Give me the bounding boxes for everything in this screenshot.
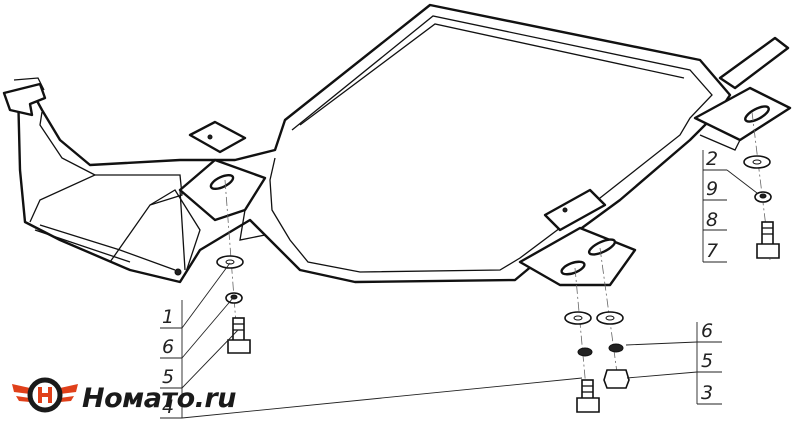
- right-front-bracket: [207, 134, 637, 287]
- callout-label: 7: [706, 240, 718, 262]
- right-rear-hardware-stack: [743, 155, 780, 259]
- callouts-right-bottom: 6 5 3: [625, 320, 722, 405]
- callout-label: 6: [701, 320, 713, 342]
- nut: [603, 369, 630, 389]
- callout-label: 6: [162, 336, 174, 358]
- callout-label: 1: [162, 306, 174, 328]
- right-rear-bracket: [693, 36, 792, 151]
- callout-label: 5: [701, 350, 713, 372]
- callout-label: 5: [162, 366, 174, 388]
- left-hardware-stack: [216, 255, 251, 354]
- left-mounting-bracket: [174, 120, 267, 276]
- logo-ring-icon: [27, 377, 63, 413]
- logo-wing-icon: [60, 384, 78, 394]
- callouts-left: 1 6 5 4: [160, 262, 583, 419]
- logo-wing-icon: [12, 384, 30, 394]
- callouts-right-top: 2 9 8 7: [702, 148, 758, 263]
- bolt: [756, 221, 780, 259]
- right-front-hardware-stack: [564, 311, 630, 413]
- spring-washer: [608, 343, 624, 353]
- bolt: [227, 317, 251, 354]
- skid-plate: [2, 3, 732, 284]
- spring-washer: [577, 347, 593, 357]
- homato-logo: Номато.ru: [12, 377, 237, 414]
- callout-label: 3: [701, 382, 713, 404]
- callout-label: 4: [162, 396, 174, 418]
- bolt: [576, 379, 600, 413]
- callout-label: 8: [706, 209, 718, 231]
- callout-label: 2: [706, 148, 718, 170]
- callout-label: 9: [706, 178, 718, 200]
- logo-text: Номато.ru: [82, 383, 236, 414]
